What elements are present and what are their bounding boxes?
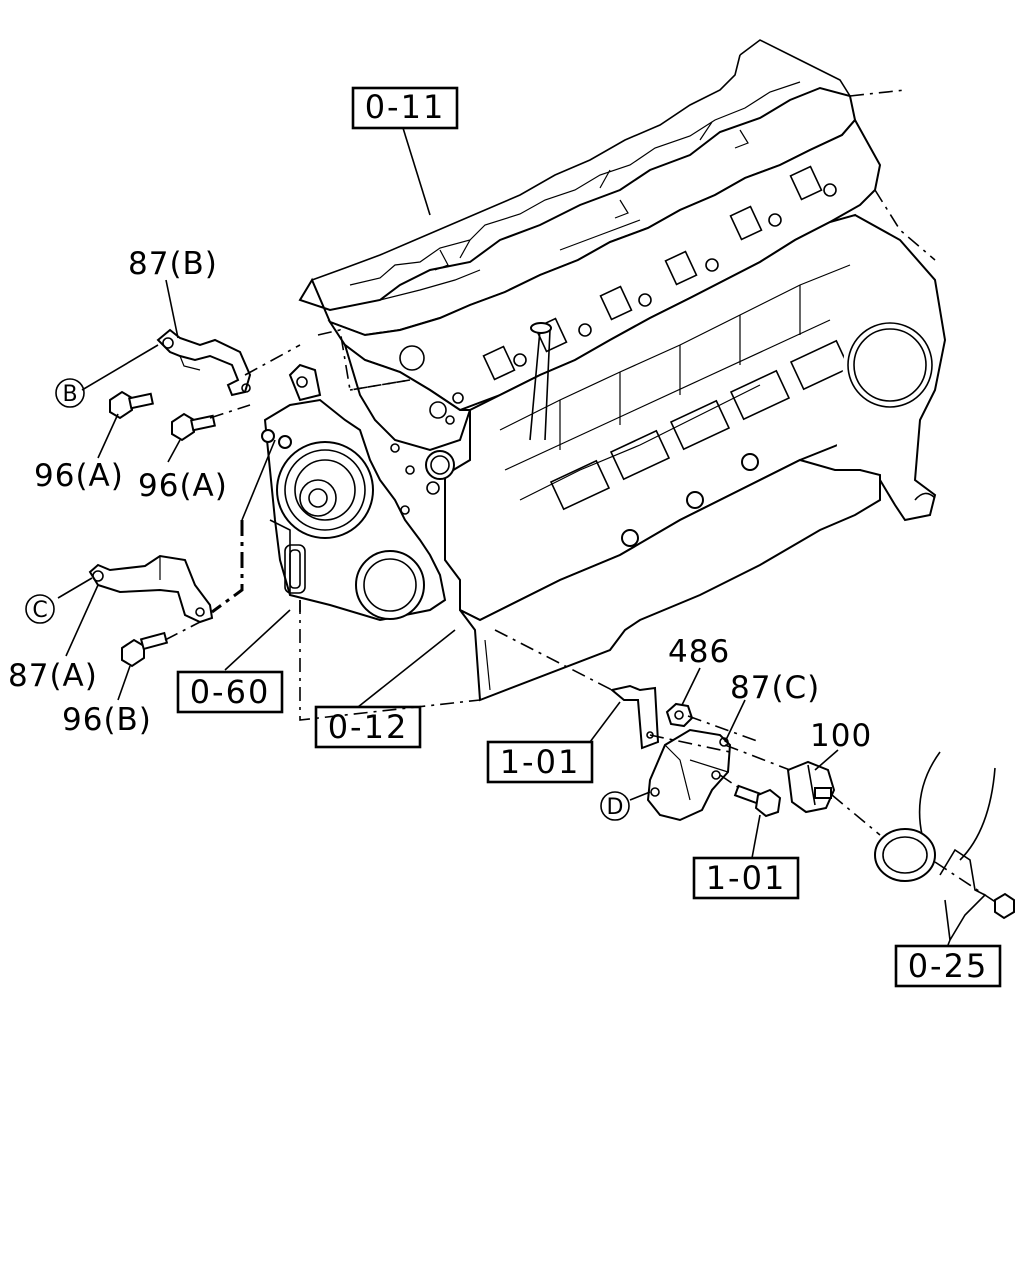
callout-1-01-stud-text: 1-01: [500, 743, 581, 781]
callout-1-01-bolt: 1-01: [692, 856, 800, 900]
label-96b: 96(B): [62, 702, 152, 738]
bolt-96b: [121, 631, 169, 668]
callout-0-25: 0-25: [894, 944, 1002, 988]
callout-1-01-bolt-text: 1-01: [706, 859, 787, 897]
bracket-87b-drawing: [156, 328, 252, 397]
reference-circle-c: C: [25, 594, 55, 624]
label-87b: 87(B): [128, 246, 218, 282]
label-100: 100: [810, 718, 872, 754]
rubber-mount-100: [786, 760, 836, 814]
engine-block-drawing: [261, 39, 947, 721]
bolt-96a-left: [109, 390, 154, 420]
callout-0-60-text: 0-60: [190, 673, 271, 711]
callout-0-11-text: 0-11: [365, 88, 446, 126]
bolt-96a-right: [171, 412, 216, 442]
reference-circle-b-text: B: [62, 382, 77, 407]
label-96a-right: 96(A): [138, 468, 228, 504]
label-96a-left: 96(A): [34, 458, 124, 494]
label-486: 486: [668, 634, 730, 670]
stud-1-01: [609, 684, 660, 750]
assembly-lines: [164, 344, 1001, 906]
callout-0-11: 0-11: [351, 86, 459, 130]
bracket-87c-drawing: [646, 728, 732, 822]
flywheel-housing-part-0-25: [874, 751, 1015, 941]
callout-0-60: 0-60: [176, 670, 284, 714]
bolt-1-01: [733, 784, 782, 818]
label-87c: 87(C): [730, 670, 820, 706]
callout-0-12: 0-12: [314, 705, 422, 749]
bracket-87a-drawing: [88, 554, 214, 624]
label-87a: 87(A): [8, 658, 98, 694]
callout-1-01-stud: 1-01: [486, 740, 594, 784]
callout-0-25-text: 0-25: [908, 947, 989, 985]
callout-0-12-text: 0-12: [328, 708, 409, 746]
reference-circle-d: D: [600, 791, 630, 821]
reference-circle-d-text: D: [607, 795, 624, 820]
reference-circle-b: B: [55, 378, 85, 408]
nut-486: [665, 702, 694, 728]
leader-lines: [57, 127, 951, 946]
reference-circle-c-text: C: [32, 598, 47, 623]
